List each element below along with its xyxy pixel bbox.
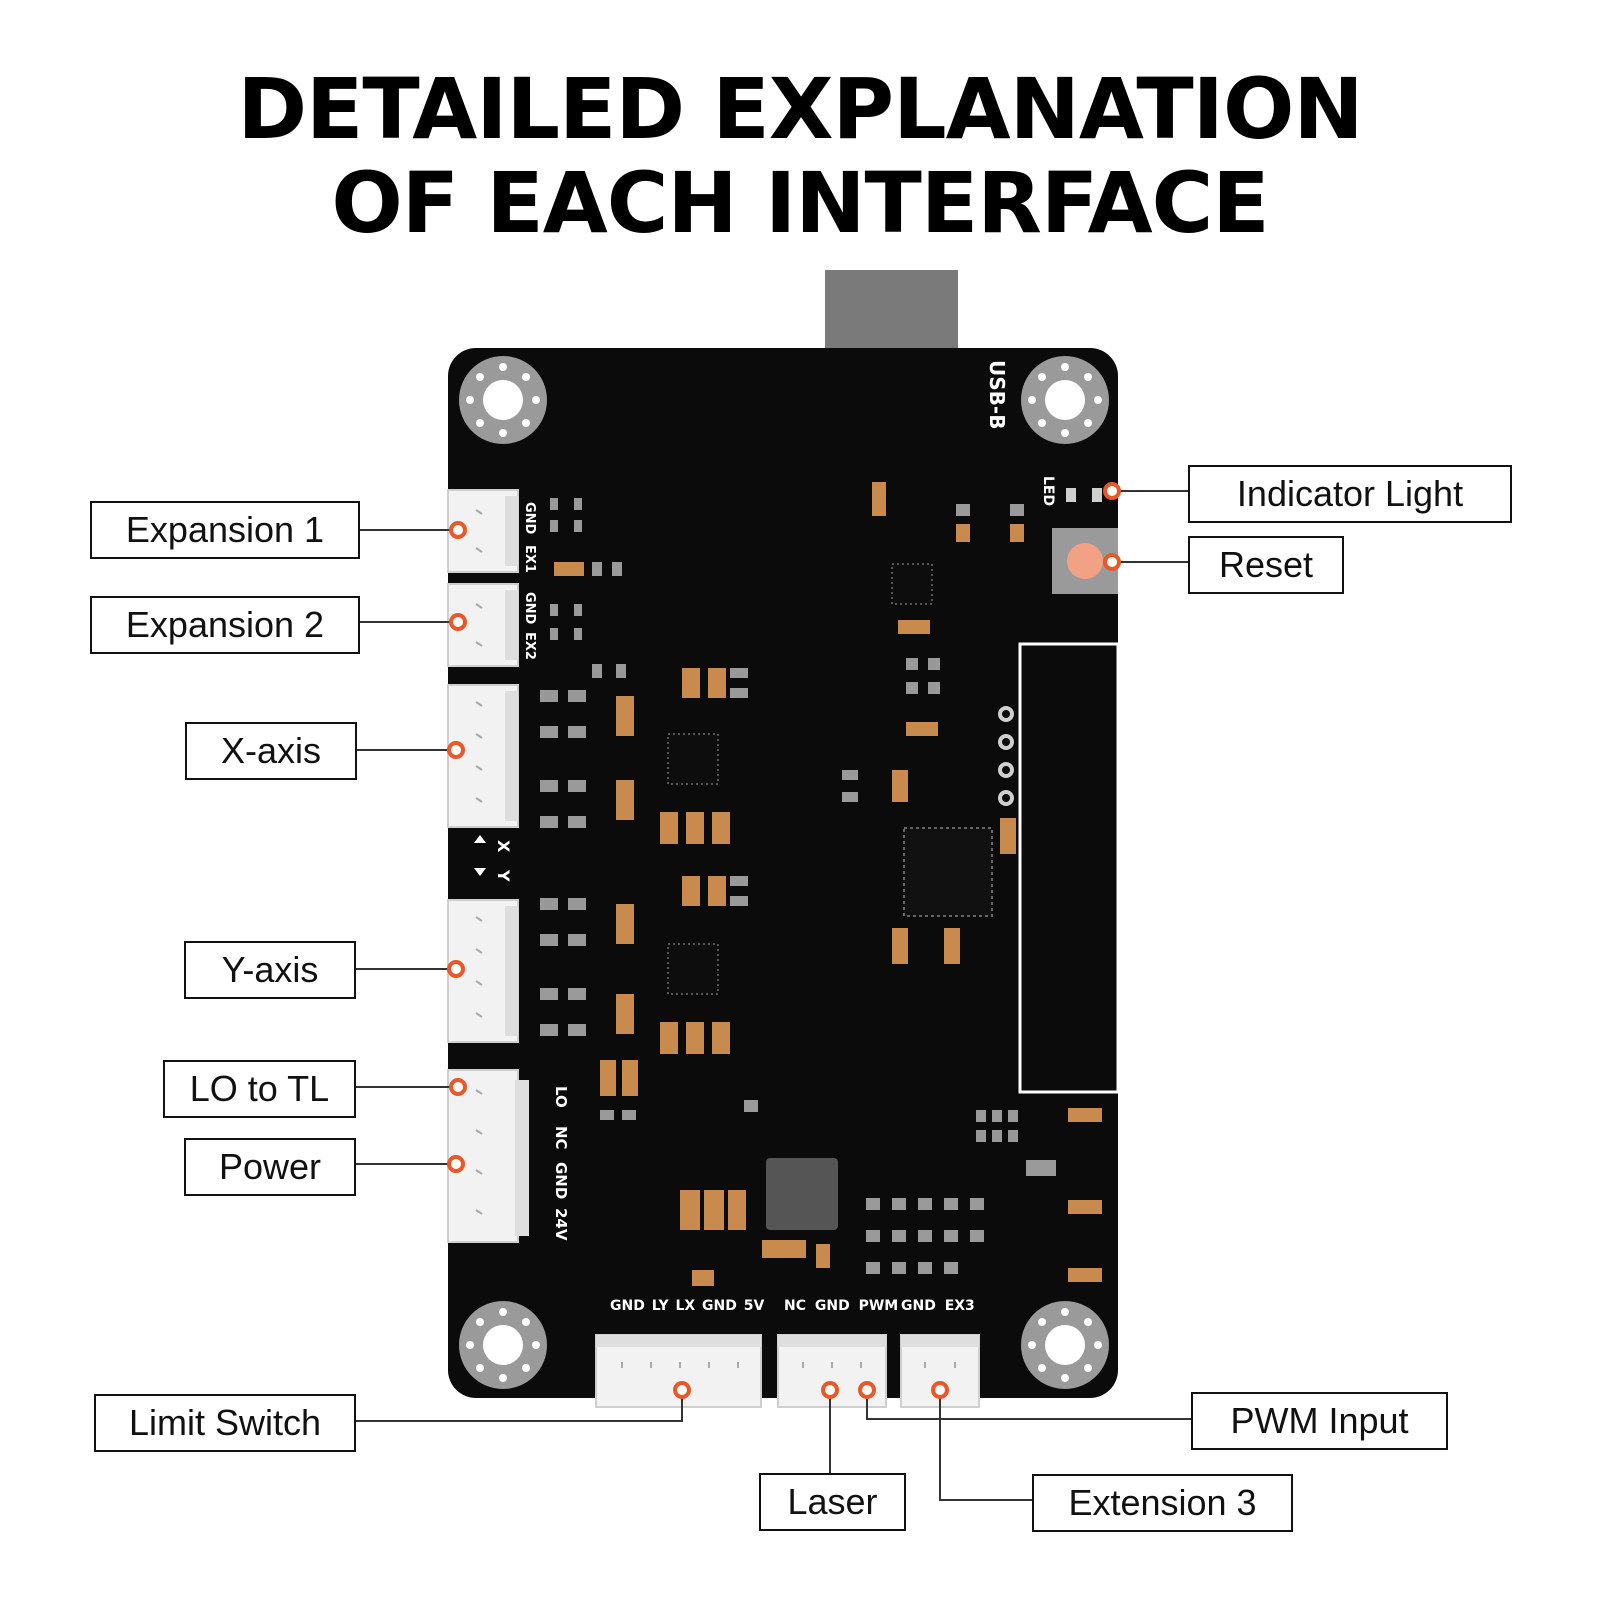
label-lo-to-tl: LO to TL [163,1060,356,1118]
smd-components [540,482,1102,1286]
title-line-2: OF EACH INTERFACE [331,154,1269,252]
arrow-down-icon [474,868,486,876]
mounting-hole-bottom-right [1021,1301,1109,1389]
silk-limit-row: GND LY LX GND 5V [610,1298,764,1314]
silk-laser-row: NC GND PWM [784,1298,898,1314]
leader-lines [356,490,1191,1501]
label-reset: Reset [1188,536,1344,594]
label-x-axis: X-axis [185,722,357,780]
mcu-chip [903,827,993,917]
label-laser: Laser [759,1473,906,1531]
display-slot [1018,642,1120,1094]
driver-chip-y [667,943,719,995]
silk-ext-row: GND EX3 [901,1298,975,1314]
silk-gnd-ex1: GND [522,502,537,535]
silk-lo: LO [552,1086,570,1108]
driver-chip-x [667,733,719,785]
silk-gnd-ex2: GND [522,592,537,625]
pcb-board [448,348,1118,1398]
title-line-1: DETAILED EXPLANATION [237,60,1363,158]
label-y-axis: Y-axis [184,941,356,999]
led-indicator [1066,488,1102,502]
header-pins [998,706,1014,806]
silk-nc: NC [552,1126,570,1150]
label-limit-switch: Limit Switch [94,1394,356,1452]
label-expansion-2: Expansion 2 [90,596,360,654]
silk-y: Y [494,869,513,882]
silk-usb-b: USB-B [985,360,1009,429]
silk-led: LED [1040,476,1056,506]
small-chip [891,563,933,605]
silk-ex2: EX2 [522,632,537,660]
silk-24v: 24V [552,1208,570,1241]
power-inductor [766,1158,838,1230]
silk-x: X [494,840,513,853]
connector-power[interactable] [447,1069,529,1243]
label-power: Power [184,1138,356,1196]
mounting-hole-top-left [459,356,547,444]
callout-dots [447,482,1121,1399]
silk-gnd-power: GND [552,1162,570,1199]
label-indicator-light: Indicator Light [1188,465,1512,523]
arrow-up-icon [474,835,486,843]
mounting-hole-bottom-left [459,1301,547,1389]
silk-ex1: EX1 [522,545,537,573]
label-expansion-1: Expansion 1 [90,501,360,559]
label-pwm-input: PWM Input [1191,1392,1448,1450]
mounting-hole-top-right [1021,356,1109,444]
page-title: DETAILED EXPLANATION OF EACH INTERFACE [0,62,1600,250]
label-extension-3: Extension 3 [1032,1474,1293,1532]
